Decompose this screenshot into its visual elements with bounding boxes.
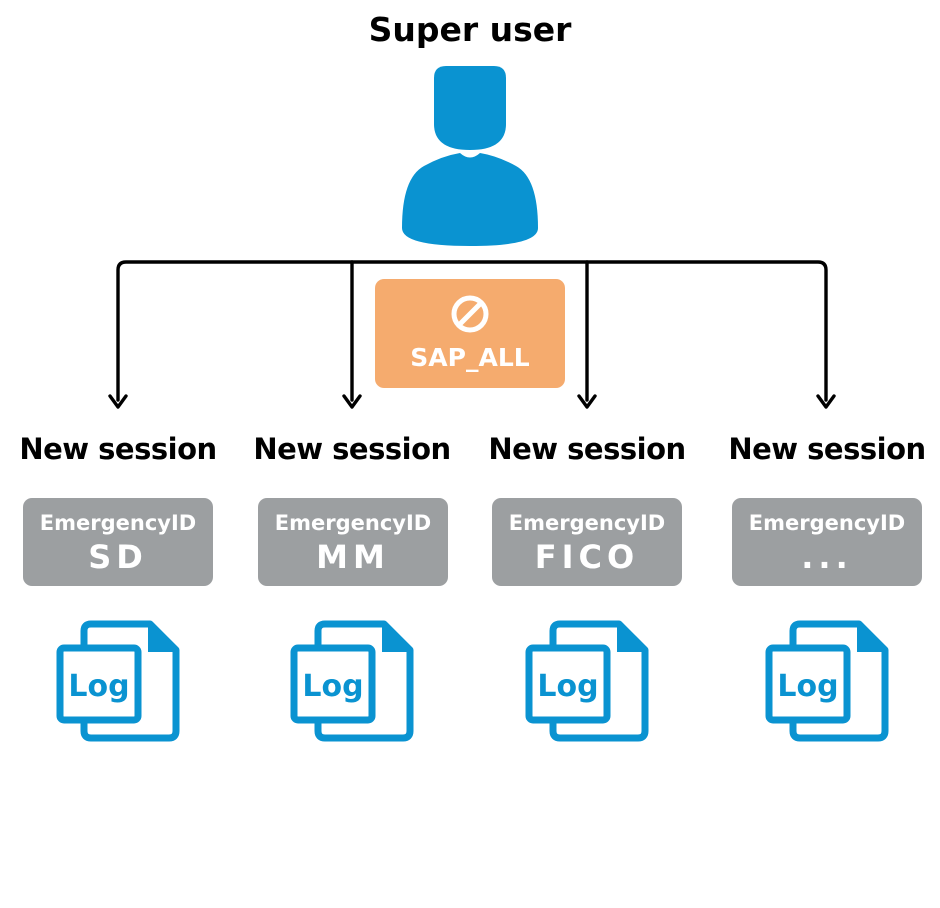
session-label: New session <box>728 432 926 466</box>
sap-all-box: SAP_ALL <box>375 279 565 388</box>
prohibited-icon <box>451 295 489 333</box>
log-label: Log <box>777 669 838 704</box>
log-document-icon: Log <box>765 620 889 742</box>
log-document-icon: Log <box>525 620 649 742</box>
session-label: New session <box>19 432 217 466</box>
emergency-id-box: EmergencyID FICO <box>492 498 682 586</box>
emergency-id-label: EmergencyID <box>274 511 432 535</box>
diagram-title: Super user <box>368 10 572 49</box>
session-label: New session <box>488 432 686 466</box>
emergency-id-value: FICO <box>534 538 640 576</box>
log-label: Log <box>537 669 598 704</box>
log-document-icon: Log <box>290 620 414 742</box>
log-label: Log <box>68 669 129 704</box>
arrow-head <box>577 394 597 409</box>
emergency-id-value: SD <box>88 538 148 576</box>
emergency-id-label: EmergencyID <box>39 511 197 535</box>
emergency-id-box: EmergencyID SD <box>23 498 213 586</box>
arrow-head <box>342 394 362 409</box>
branch-line <box>116 260 828 402</box>
emergency-id-box: EmergencyID MM <box>258 498 448 586</box>
session-label: New session <box>253 432 451 466</box>
emergency-id-box: EmergencyID ... <box>732 498 922 586</box>
emergency-id-value: MM <box>316 538 390 576</box>
arrow-head <box>816 394 836 409</box>
emergency-id-value: ... <box>801 538 853 576</box>
sap-all-label: SAP_ALL <box>410 343 530 372</box>
arrow-head <box>108 394 128 409</box>
log-label: Log <box>302 669 363 704</box>
emergency-id-label: EmergencyID <box>508 511 666 535</box>
emergency-id-label: EmergencyID <box>748 511 906 535</box>
log-document-icon: Log <box>56 620 180 742</box>
user-silhouette-icon <box>402 66 538 246</box>
